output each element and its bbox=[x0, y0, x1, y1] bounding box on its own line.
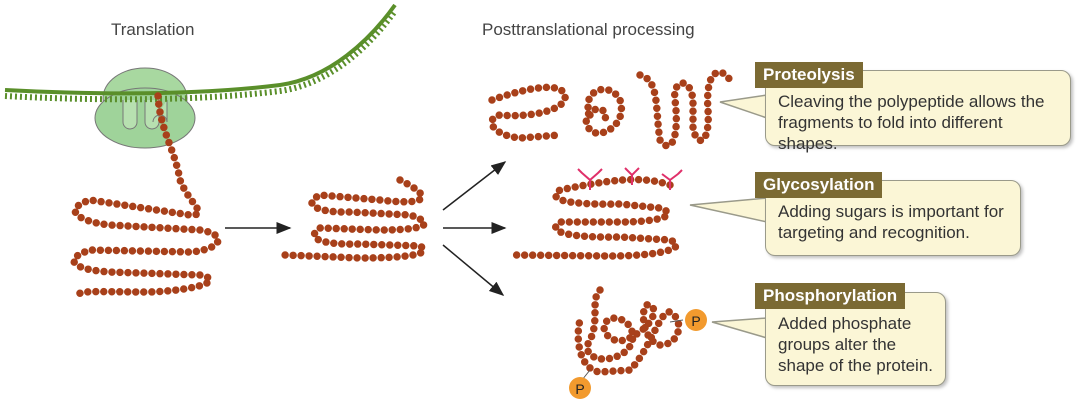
proteolysis-fragment-1 bbox=[488, 83, 569, 142]
phosphate-label: P bbox=[691, 313, 700, 329]
proteolysis-fragment-3 bbox=[636, 68, 734, 150]
phosphate-group: P bbox=[685, 309, 707, 331]
mrna-strand bbox=[4, 3, 398, 103]
callout-title: Phosphorylation bbox=[755, 283, 906, 309]
callout-title: Glycosylation bbox=[755, 172, 883, 198]
phosphate-label: P bbox=[575, 381, 584, 397]
phosphate-bond bbox=[669, 319, 684, 323]
folded-polypeptide bbox=[281, 176, 429, 262]
phosphorylated-protein bbox=[574, 286, 683, 376]
callout-pointers bbox=[689, 94, 768, 339]
phosphate-group: P bbox=[569, 377, 591, 399]
sugar-groups bbox=[577, 167, 683, 190]
translation-label: Translation bbox=[111, 20, 195, 39]
callout-title: Proteolysis bbox=[755, 62, 863, 88]
glycosylated-protein bbox=[511, 175, 680, 260]
ribosome bbox=[94, 67, 196, 149]
arrows bbox=[225, 161, 507, 296]
proteolysis-fragment-2 bbox=[582, 85, 626, 137]
nascent-polypeptide bbox=[70, 92, 222, 299]
posttranslational-label: Posttranslational processing bbox=[482, 20, 695, 39]
